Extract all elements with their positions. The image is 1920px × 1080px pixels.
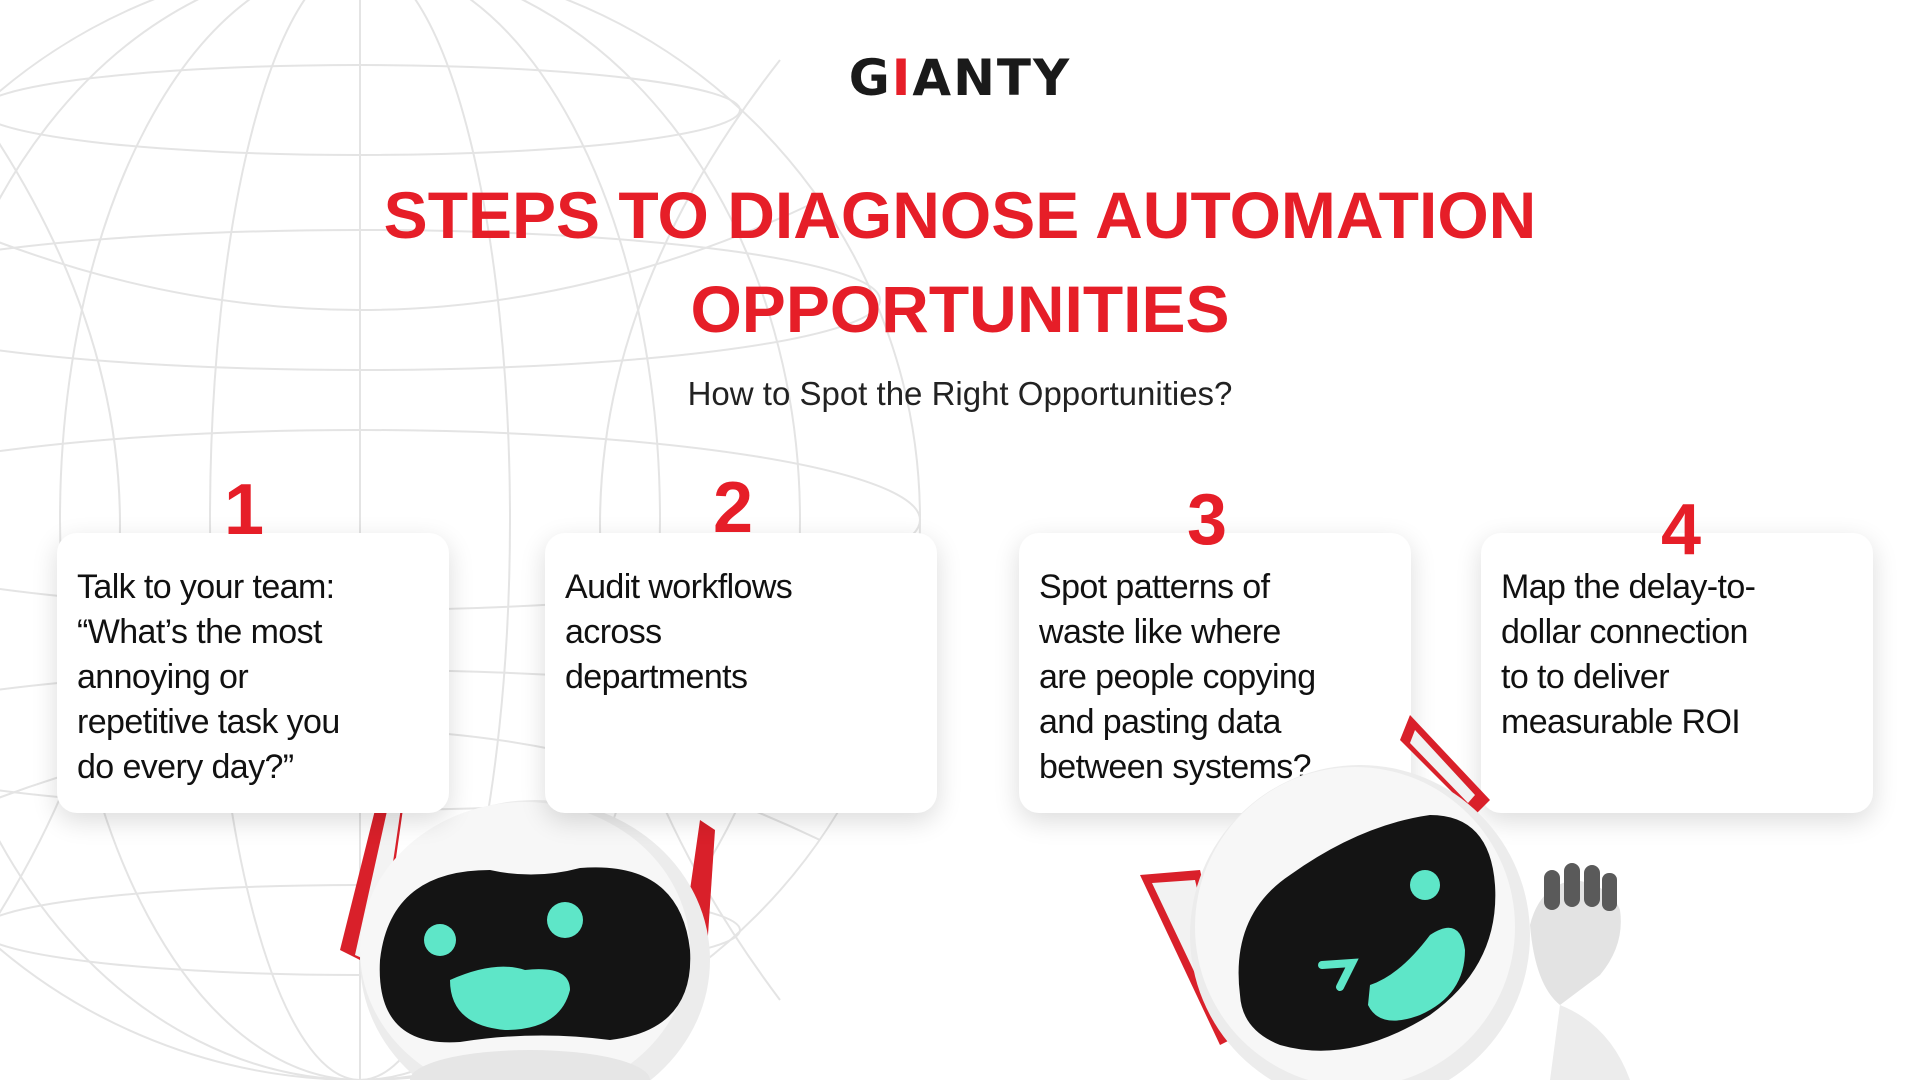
step-3-number: 3 [1186,480,1228,560]
step-1-number: 1 [223,470,265,550]
step-1-text: Talk to your team: “What’s the most anno… [77,568,340,786]
page-subtitle: How to Spot the Right Opportunities? [687,375,1233,412]
logo-letter: G [848,49,892,107]
step-1-card: Talk to your team: “What’s the most anno… [57,533,449,813]
brand-logo[interactable]: GIANTY [0,48,1920,108]
step-4-card: Map the delay-to- dollar connection to t… [1481,533,1873,813]
step-2-card: Audit workflows across departments [545,533,937,813]
logo-text: ANTY [912,49,1072,107]
step-4-number: 4 [1660,490,1702,570]
robot-mascot-winking-icon [1140,715,1630,1080]
step-2-number: 2 [712,468,754,548]
logo-mark: I [891,49,913,107]
step-4-text: Map the delay-to- dollar connection to t… [1501,568,1756,741]
page-title: STEPS TO DIAGNOSE AUTOMATION OPPORTUNITI… [383,178,1537,346]
step-2-text: Audit workflows across departments [565,568,793,696]
step-3-text: Spot patterns of waste like where are pe… [1039,568,1316,786]
